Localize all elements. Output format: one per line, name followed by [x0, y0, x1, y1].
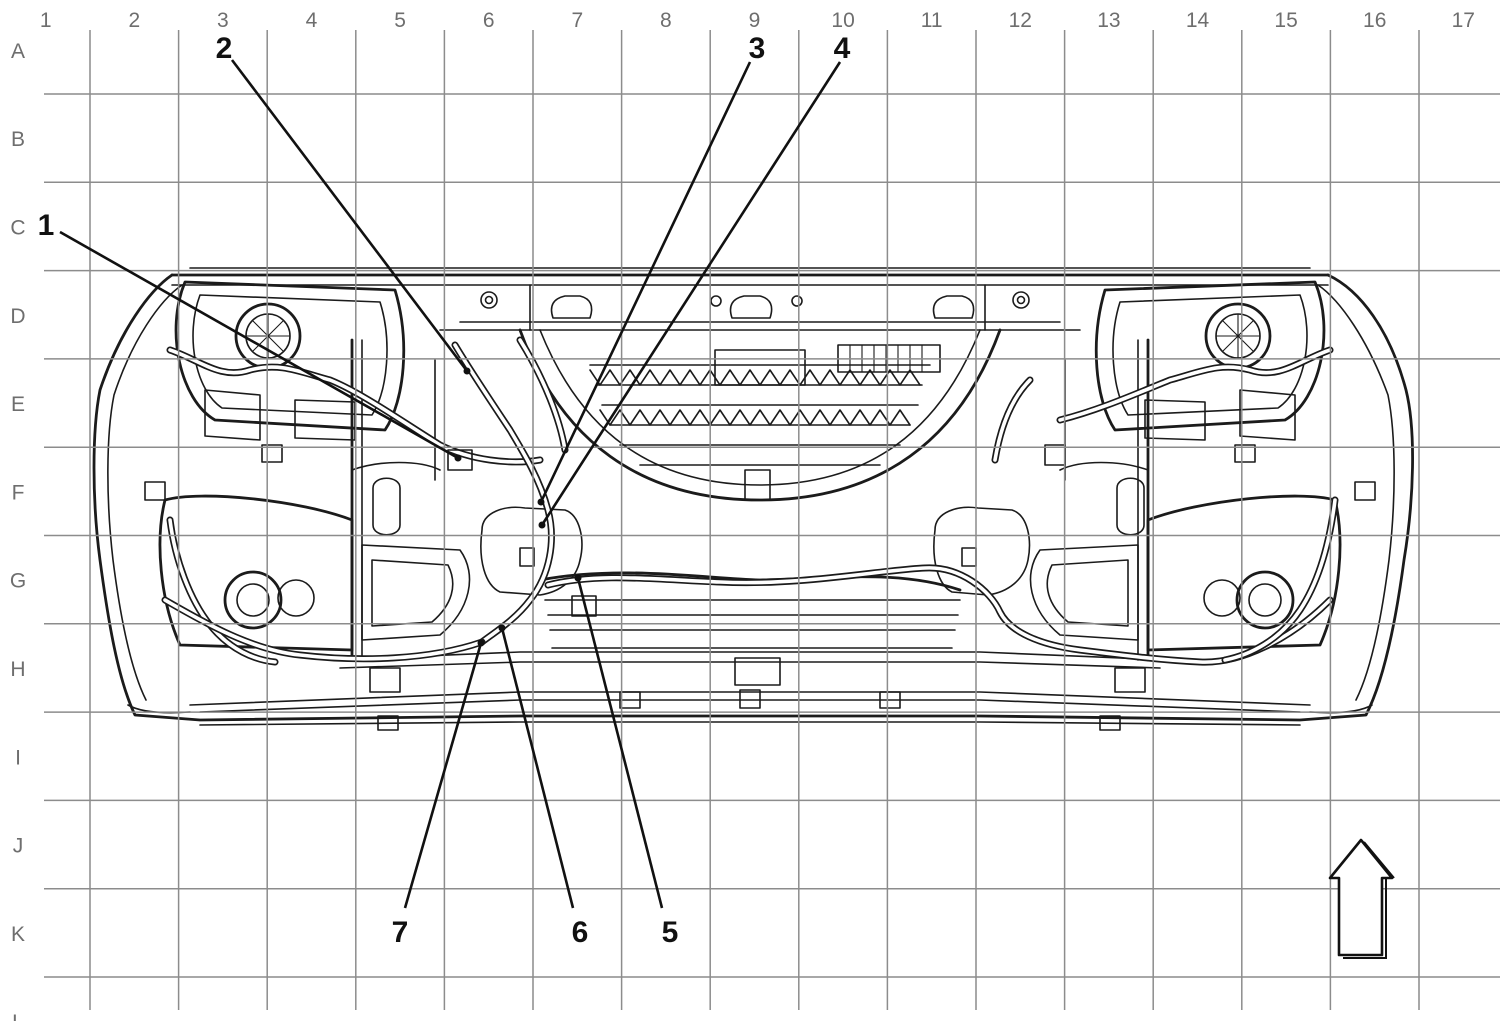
leader-line-7 — [403, 642, 483, 909]
callout-leader-lines — [59, 59, 842, 909]
callout-3: 3 — [749, 32, 766, 65]
grid-column-label: 15 — [1274, 9, 1297, 32]
grid-column-label: 1 — [40, 9, 52, 32]
callout-2: 2 — [216, 32, 233, 65]
leader-line-2 — [230, 59, 469, 372]
grid-row-label: J — [13, 835, 24, 858]
grid-row-label: B — [11, 128, 25, 151]
grid-column-label: 3 — [217, 9, 229, 32]
grid-row-label: I — [15, 746, 21, 769]
grid-row-label: A — [11, 40, 25, 63]
grid-row-label: L — [12, 1011, 24, 1021]
leader-dot-4 — [538, 521, 546, 529]
front-bumper-assembly-drawing — [92, 267, 1414, 731]
grid-column-label: 13 — [1097, 9, 1120, 32]
grid-column-label: 5 — [394, 9, 406, 32]
leader-line-3 — [539, 61, 752, 503]
grid-column-label: 14 — [1186, 9, 1210, 32]
leader-dot-1 — [454, 454, 462, 462]
grid-column-label: 8 — [660, 9, 672, 32]
callout-5: 5 — [662, 916, 679, 949]
grid-row-label: E — [11, 393, 25, 416]
grid-row-label: C — [10, 216, 25, 239]
leader-dot-3 — [537, 498, 545, 506]
grid-column-label: 17 — [1452, 9, 1475, 32]
grid-column-label: 2 — [128, 9, 140, 32]
leader-line-5 — [576, 577, 664, 909]
grid-row-label: K — [11, 923, 25, 946]
grid-row-labels: A B C D E F G H I J K L — [10, 40, 26, 1021]
grid-column-label: 16 — [1363, 9, 1386, 32]
up-arrow-icon — [1328, 838, 1395, 959]
grid-row-label: F — [12, 481, 25, 504]
leader-line-6 — [500, 627, 575, 909]
callout-1: 1 — [38, 209, 55, 242]
grid-column-label: 6 — [483, 9, 495, 32]
callout-6: 6 — [572, 916, 589, 949]
callout-4: 4 — [834, 32, 851, 65]
reference-grid — [44, 30, 1500, 1010]
grid-column-label: 10 — [831, 9, 854, 32]
grid-row-label: G — [10, 570, 26, 593]
grid-column-label: 7 — [571, 9, 583, 32]
leader-dot-7 — [477, 639, 485, 647]
leader-dot-2 — [463, 367, 471, 375]
grid-column-label: 9 — [749, 9, 761, 32]
leader-dot-6 — [498, 624, 506, 632]
leader-dot-5 — [574, 574, 582, 582]
grid-column-label: 4 — [306, 9, 318, 32]
leader-line-4 — [540, 61, 842, 526]
grid-column-label: 11 — [921, 9, 943, 32]
leader-line-1 — [59, 230, 459, 460]
grid-row-label: H — [10, 658, 25, 681]
grid-row-label: D — [10, 305, 25, 328]
callout-labels: 1 2 3 4 5 6 7 — [38, 32, 851, 949]
callout-7: 7 — [392, 916, 409, 949]
grid-column-label: 12 — [1009, 9, 1032, 32]
